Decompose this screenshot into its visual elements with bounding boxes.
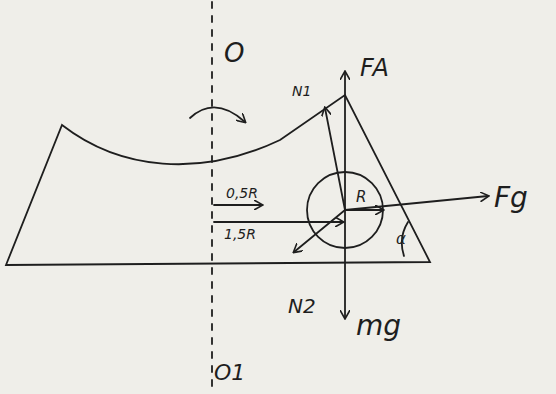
force-label: FA bbox=[360, 56, 389, 80]
angle-label: α bbox=[396, 232, 406, 247]
force-label: N1 bbox=[292, 84, 311, 98]
dimension-arrow bbox=[214, 204, 262, 206]
force-arrow bbox=[344, 210, 346, 318]
dimension-label: 0,5R bbox=[226, 186, 258, 200]
dimension-arrow bbox=[214, 221, 343, 223]
rotation-axis bbox=[211, 2, 213, 392]
force-arrow bbox=[294, 210, 345, 252]
force-arrow bbox=[345, 196, 488, 210]
force-arrow bbox=[344, 72, 346, 210]
force-label: N2 bbox=[288, 296, 316, 316]
force-label: mg bbox=[356, 312, 401, 340]
point-name: O1 bbox=[214, 362, 245, 384]
force-arrow bbox=[325, 108, 345, 210]
force-label: Fg bbox=[494, 184, 528, 212]
vessel-body bbox=[6, 95, 430, 265]
rotation-arrow bbox=[190, 107, 245, 122]
dimension-label: R bbox=[356, 190, 366, 205]
point-name: O bbox=[224, 40, 244, 66]
dimension-label: 1,5R bbox=[224, 227, 256, 241]
